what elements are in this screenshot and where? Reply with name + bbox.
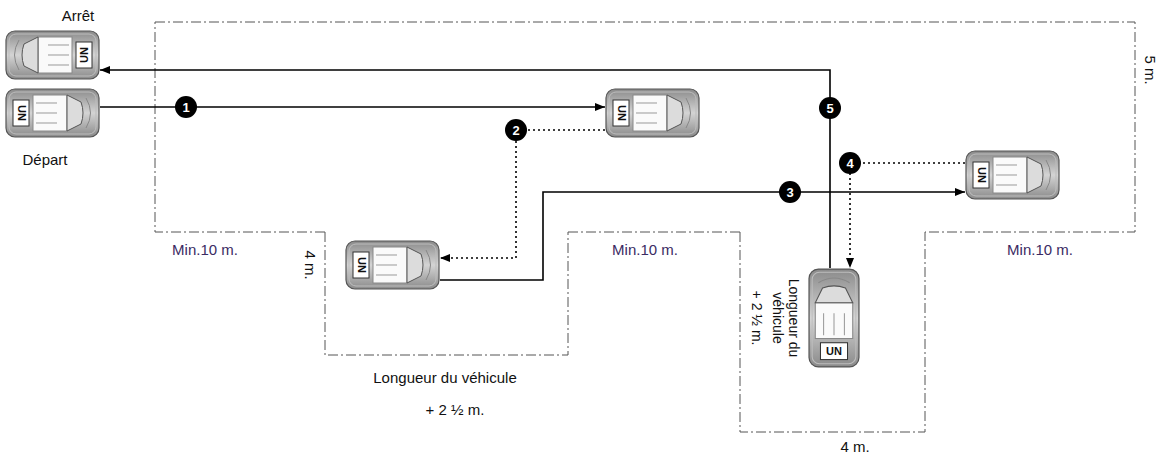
path-arrow xyxy=(100,70,830,268)
car-plate-text: UN xyxy=(79,47,90,63)
path-arrow xyxy=(440,130,605,258)
car-node: UN xyxy=(5,88,100,138)
car-plate-text: UN xyxy=(976,167,987,183)
car-node: UN xyxy=(808,268,860,368)
dimension-label: 4 m. xyxy=(840,438,869,455)
stop-label: Arrêt xyxy=(62,7,95,24)
callout-number: 2 xyxy=(505,119,527,141)
callout-number: 5 xyxy=(819,97,841,119)
dimension-label: Min.10 m. xyxy=(1007,241,1073,258)
dimension-label: + 2 ½ m. xyxy=(426,401,485,418)
dimension-label: 4 m. xyxy=(301,250,318,279)
main-zone xyxy=(155,22,1135,232)
callout-number: 4 xyxy=(839,152,861,174)
car-plate-text: UN xyxy=(356,257,367,273)
car-plate-text: UN xyxy=(616,105,627,121)
car-plate-text: UN xyxy=(826,346,842,357)
path-arrow xyxy=(850,163,965,268)
car-plate-text: UN xyxy=(16,105,27,121)
path-arrow xyxy=(440,192,965,280)
car-node: UN xyxy=(5,30,100,80)
right-bay xyxy=(740,232,925,432)
car-node: UN xyxy=(345,240,440,290)
dimension-label: + 2 ½ m. xyxy=(749,291,765,346)
start-label: Départ xyxy=(22,151,67,168)
callout-number: 1 xyxy=(175,96,197,118)
dimension-label: Longueur du véhicule xyxy=(373,369,516,386)
car-node: UN xyxy=(605,88,700,138)
dimension-label: Min.10 m. xyxy=(612,241,678,258)
left-bay xyxy=(325,232,568,355)
callout-number: 3 xyxy=(779,181,801,203)
car-node: UN xyxy=(965,150,1060,200)
dimension-label: 5 m. xyxy=(1141,55,1158,84)
dimension-label: Longueur du véhicule xyxy=(770,277,802,359)
dimension-label: Min.10 m. xyxy=(172,241,238,258)
